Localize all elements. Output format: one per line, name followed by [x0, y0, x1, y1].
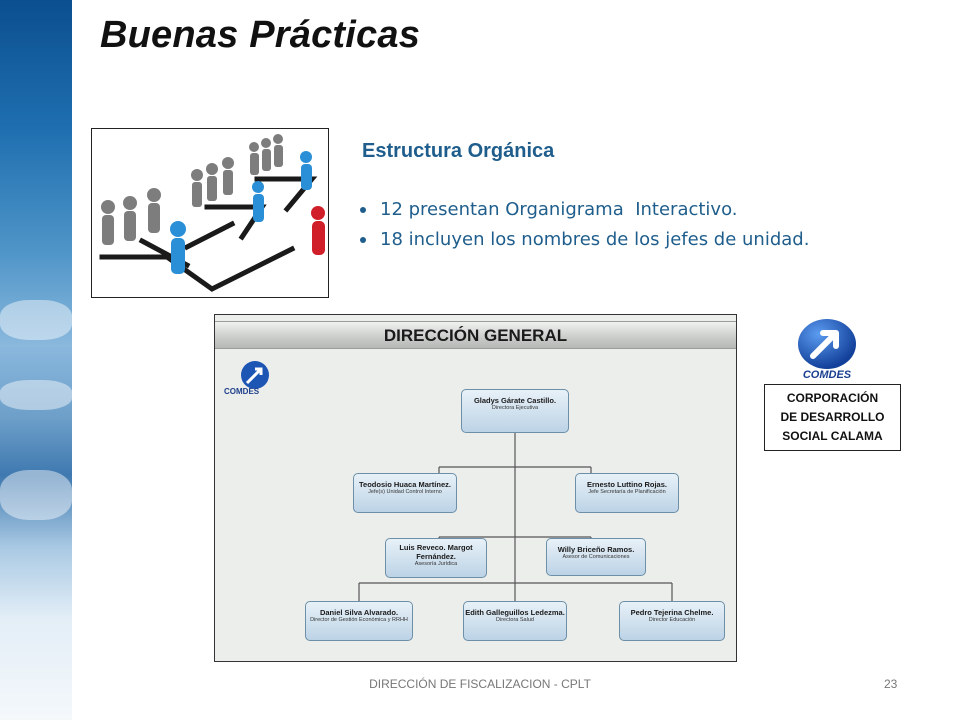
org-box-role: Jefe Secretaría de Planificación — [588, 489, 666, 495]
comdes-mini-logo-text: COMDES — [224, 387, 260, 396]
org-box-director: Gladys Gárate Castillo. Directora Ejecut… — [461, 389, 569, 433]
bullet-text: 12 presentan Organigrama Interactivo. — [380, 199, 738, 220]
org-box-role: Asesoría Jurídica — [414, 561, 458, 567]
people-hierarchy-illustration — [99, 134, 325, 292]
org-box-role: Jefe(s) Unidad Control Interno — [368, 489, 442, 495]
org-box-name: Luis Reveco. Margot Fernández. — [399, 543, 473, 561]
org-box-role: Directora Ejecutiva — [491, 405, 539, 411]
decorative-side-band — [0, 0, 72, 720]
person-icon — [101, 200, 115, 245]
org-box-educacion: Pedro Tejerina Chelme. Director Educació… — [619, 601, 725, 641]
person-icon — [123, 196, 137, 241]
person-icon — [249, 142, 259, 175]
person-icon — [147, 188, 161, 233]
org-box-name: Ernesto Luttino Rojas. — [586, 480, 667, 489]
section-heading: Estructura Orgánica — [362, 140, 555, 162]
org-box-name: Gladys Gárate Castillo. — [473, 396, 557, 405]
bullet-text: 18 incluyen los nombres de los jefes de … — [380, 229, 810, 250]
org-box-name: Teodosio Huaca Martínez. — [359, 480, 451, 489]
comdes-logo-text: COMDES — [803, 369, 852, 381]
bullet-item: 12 presentan Organigrama Interactivo. — [356, 196, 809, 226]
org-chart-banner: DIRECCIÓN GENERAL — [215, 321, 736, 349]
person-icon — [222, 157, 234, 195]
org-chart-connectors — [358, 433, 673, 601]
comdes-logo-icon: COMDES — [798, 319, 856, 381]
organization-caption-line: CORPORACIÓN — [786, 391, 879, 405]
person-icon — [252, 181, 264, 222]
organization-caption-line: DE DESARROLLO — [780, 410, 885, 424]
page-number: 23 — [884, 677, 898, 691]
person-icon — [206, 163, 218, 201]
org-box-role: Directora Salud — [496, 617, 534, 623]
org-box-gestion-economica: Daniel Silva Alvarado. Director de Gesti… — [305, 601, 413, 641]
organization-caption-line: SOCIAL CALAMA — [782, 429, 883, 443]
person-icon — [273, 134, 283, 167]
org-box-asesoria-juridica: Luis Reveco. Margot Fernández. Asesoría … — [385, 538, 487, 578]
org-box-name: Daniel Silva Alvarado. — [319, 608, 399, 617]
org-chart-banner-text: DIRECCIÓN GENERAL — [383, 326, 568, 345]
org-box-role: Director Educación — [648, 617, 696, 623]
comdes-mini-logo-icon — [241, 361, 269, 389]
org-people-image — [91, 128, 329, 298]
bullet-dot-icon — [360, 207, 366, 213]
organization-caption: CORPORACIÓN DE DESARROLLO SOCIAL CALAMA — [764, 384, 901, 451]
org-box-name: Willy Briceño Ramos. — [557, 545, 635, 554]
slide-title: Buenas Prácticas — [100, 14, 421, 56]
person-icon — [170, 221, 186, 274]
org-box-role: Asesor de Comunicaciones — [562, 554, 630, 560]
org-box-salud: Edith Galleguillos Ledezma. Directora Sa… — [463, 601, 567, 641]
person-icon — [261, 138, 271, 171]
person-icon — [191, 169, 203, 207]
org-box-comunicaciones: Willy Briceño Ramos. Asesor de Comunicac… — [546, 538, 646, 576]
org-box-name: Pedro Tejerina Chelme. — [630, 608, 714, 617]
bullet-dot-icon — [360, 237, 366, 243]
person-icon — [300, 151, 312, 190]
org-box-role: Director de Gestión Económica y RRHH — [310, 617, 408, 623]
org-box-planificacion: Ernesto Luttino Rojas. Jefe Secretaría d… — [575, 473, 679, 513]
slide-footer: DIRECCIÓN DE FISCALIZACION - CPLT — [369, 677, 591, 691]
org-box-control-interno: Teodosio Huaca Martínez. Jefe(s) Unidad … — [353, 473, 457, 513]
bullet-item: 18 incluyen los nombres de los jefes de … — [356, 226, 809, 256]
org-chart-image: DIRECCIÓN GENERAL COMDES Gladys Gárate C… — [214, 314, 737, 662]
bullet-list: 12 presentan Organigrama Interactivo. 18… — [356, 196, 809, 256]
person-icon — [311, 206, 325, 255]
org-box-name: Edith Galleguillos Ledezma. — [465, 608, 565, 617]
